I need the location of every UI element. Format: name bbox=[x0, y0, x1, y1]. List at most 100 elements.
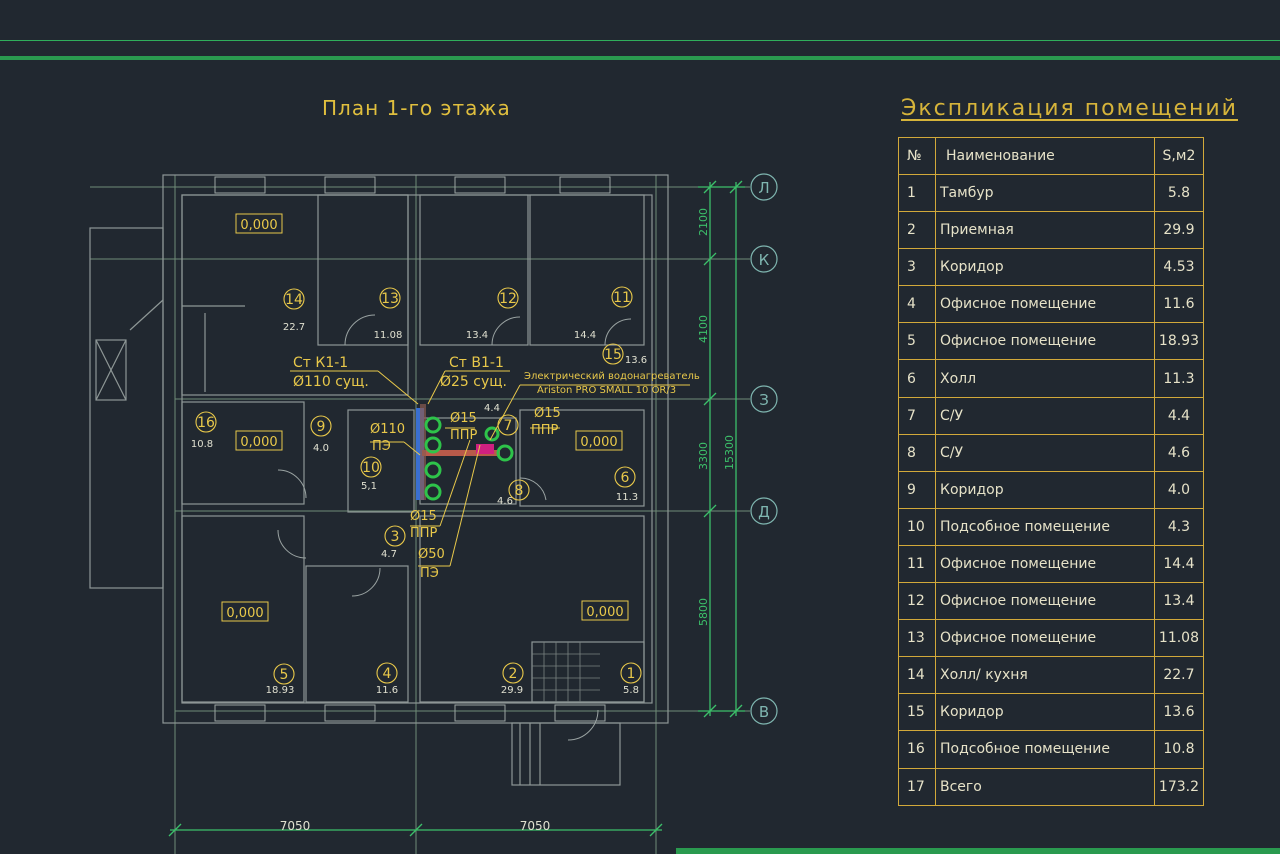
pipe-ppr-a: ППР bbox=[450, 428, 478, 443]
elevation-mark: 0,000 bbox=[581, 600, 629, 621]
row-name: Офисное помещение bbox=[935, 619, 1155, 658]
room-area: 5.8 bbox=[623, 685, 639, 696]
row-area: 14.4 bbox=[1153, 544, 1205, 584]
header-num: № bbox=[898, 137, 936, 175]
row-name: Приемная bbox=[935, 211, 1155, 250]
dim-7050-left: 7050 bbox=[280, 819, 311, 833]
room-marker: 13 11.08 bbox=[374, 287, 403, 341]
room-number-circle bbox=[602, 343, 624, 365]
riser-b1-diameter: Ø25 сущ. bbox=[440, 374, 507, 390]
dim-7050-right: 7050 bbox=[520, 819, 551, 833]
axis-label-v: В bbox=[759, 703, 769, 721]
pipe-annotations: Ст К1-1 Ø110 сущ. Ст В1-1 Ø25 сущ. Элект… bbox=[293, 355, 700, 581]
row-num: 17 bbox=[898, 767, 936, 806]
room-marker: 15.8 bbox=[620, 662, 642, 696]
room-number-circle bbox=[620, 662, 642, 684]
plumbing-risers bbox=[416, 404, 514, 501]
row-num: 12 bbox=[898, 582, 936, 621]
row-name: Подсобное помещение bbox=[935, 730, 1155, 769]
pipe-d15-b: Ø15 bbox=[534, 406, 561, 421]
top-border-thin bbox=[0, 40, 1280, 41]
row-name: Подсобное помещение bbox=[935, 507, 1155, 546]
elevation-mark: 0,000 bbox=[235, 430, 283, 451]
room-area: 5,1 bbox=[361, 481, 377, 492]
room-area: 4.7 bbox=[381, 549, 397, 560]
dim-15300: 15300 bbox=[723, 435, 736, 470]
dim-4100: 4100 bbox=[697, 315, 710, 343]
doors bbox=[277, 314, 632, 741]
heater-label-1: Электрический водонагреватель bbox=[524, 371, 700, 382]
row-area: 4.4 bbox=[1153, 396, 1205, 435]
row-area: 4.3 bbox=[1153, 507, 1205, 546]
room-marker: 229.9 bbox=[501, 662, 524, 696]
row-area: 4.53 bbox=[1153, 248, 1205, 287]
room-number: 5 bbox=[280, 667, 289, 683]
room-marker: 94.0 bbox=[310, 415, 332, 454]
horizontal-dimensions bbox=[168, 823, 663, 837]
svg-text:0,000: 0,000 bbox=[586, 605, 623, 620]
room-number: 11 bbox=[613, 290, 631, 306]
riser-k1-label: Ст К1-1 bbox=[293, 355, 348, 371]
room-number: 7 bbox=[504, 418, 513, 434]
pipe-ppr-b: ППР bbox=[531, 423, 559, 438]
row-num: 6 bbox=[898, 359, 936, 398]
room-number: 6 bbox=[621, 470, 630, 486]
row-area: 11.08 bbox=[1153, 619, 1205, 658]
room-number-circle bbox=[310, 415, 332, 437]
row-name: Офисное помещение bbox=[935, 285, 1155, 324]
heater-label-2: Ariston PRO SMALL 10 OR/3 bbox=[537, 385, 676, 396]
row-name: Офисное помещение bbox=[935, 582, 1155, 621]
row-name: С/У bbox=[935, 396, 1155, 435]
riser-k1-diameter: Ø110 сущ. bbox=[293, 374, 369, 390]
room-number: 14 bbox=[285, 292, 303, 308]
room-area: 11.08 bbox=[374, 330, 403, 341]
room-number-circle bbox=[273, 663, 295, 685]
room-area: 22.7 bbox=[283, 322, 305, 333]
pipe-d50: Ø50 bbox=[418, 547, 445, 562]
row-area: 4.0 bbox=[1153, 470, 1205, 509]
pipe-pe-b: ПЭ bbox=[420, 566, 439, 581]
room-number: 15 bbox=[604, 347, 622, 363]
row-num: 3 bbox=[898, 248, 936, 287]
elevation-mark: 0,000 bbox=[235, 213, 283, 234]
room-number-circle bbox=[283, 288, 305, 310]
axis-label-k: К bbox=[759, 251, 770, 269]
room-number: 8 bbox=[515, 483, 524, 499]
room-marker: 518.93 bbox=[266, 663, 295, 696]
room-number: 12 bbox=[499, 291, 517, 307]
row-num: 2 bbox=[898, 211, 936, 250]
row-num: 8 bbox=[898, 433, 936, 472]
pipe-ppr-c: ППР bbox=[410, 526, 438, 541]
row-area: 13.6 bbox=[1153, 693, 1205, 732]
elevation-mark: 0,000 bbox=[221, 601, 269, 622]
row-num: 9 bbox=[898, 470, 936, 509]
svg-text:0,000: 0,000 bbox=[580, 435, 617, 450]
pipe-d15-c: Ø15 bbox=[410, 509, 437, 524]
row-area: 10.8 bbox=[1153, 730, 1205, 769]
row-name: Холл/ кухня bbox=[935, 656, 1155, 695]
table-header-row: № Наименование S,м2 bbox=[898, 137, 1205, 175]
room-area: 4.0 bbox=[313, 443, 329, 454]
row-num: 4 bbox=[898, 285, 936, 324]
row-num: 1 bbox=[898, 173, 936, 213]
room-number: 1 bbox=[627, 666, 636, 682]
pipe-d15-a: Ø15 bbox=[450, 411, 477, 426]
room-number: 3 bbox=[391, 529, 400, 545]
room-number: 13 bbox=[381, 291, 399, 307]
row-area: 173.2 bbox=[1153, 767, 1205, 806]
pipe-d110: Ø110 bbox=[370, 422, 405, 437]
room-area: 29.9 bbox=[501, 685, 523, 696]
room-marker: 611.3 bbox=[614, 466, 638, 503]
riser-b1-label: Ст В1-1 bbox=[449, 355, 504, 371]
room-number-circle bbox=[384, 525, 406, 547]
